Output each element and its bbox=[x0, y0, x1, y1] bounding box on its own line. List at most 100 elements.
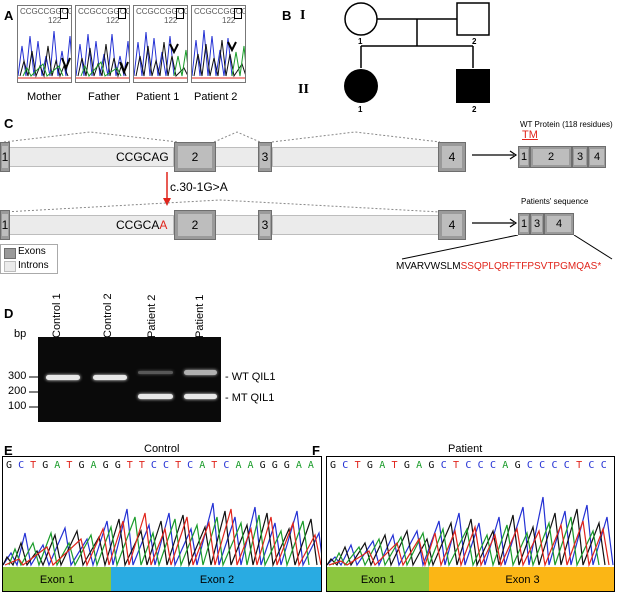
band-label-wt: - WT QIL1 bbox=[225, 371, 276, 383]
arrow-icon bbox=[472, 218, 518, 228]
id-i-1: 1 bbox=[358, 37, 363, 46]
base-g: G bbox=[428, 460, 435, 471]
id-i-2: 2 bbox=[472, 37, 477, 46]
band-wt bbox=[184, 370, 217, 375]
protein-seq-frameshift: SSQPLQRFTFPSVTPGMQAS* bbox=[460, 261, 602, 272]
base-c: C bbox=[18, 460, 25, 471]
base-a: A bbox=[247, 460, 254, 471]
exon-4: 4 bbox=[438, 142, 466, 172]
base-a: A bbox=[235, 460, 242, 471]
wt-splice-lines bbox=[3, 131, 441, 143]
base-a: A bbox=[379, 460, 386, 471]
legend-exons: Exons bbox=[18, 246, 46, 257]
base-t: T bbox=[126, 460, 133, 471]
trace-pos: 122 bbox=[222, 16, 236, 25]
band-label-wt-text: WT QIL1 bbox=[231, 371, 276, 383]
wt-gene: 1 2 3 4 CCGCAG bbox=[0, 142, 470, 172]
trace-seq: CCGCCGGCG bbox=[20, 7, 72, 16]
protein-domain: 1 bbox=[518, 146, 530, 168]
mut-gene: 1 2 3 4 CCGCAA bbox=[0, 210, 470, 240]
band-label-mt-text: MT QIL1 bbox=[231, 392, 275, 404]
ladder-300: 300 bbox=[8, 370, 27, 382]
lane-control-1: Control 1 bbox=[51, 293, 63, 338]
exon-3: 3 bbox=[258, 142, 272, 172]
base-a: A bbox=[54, 460, 61, 471]
exon-4: 4 bbox=[438, 210, 466, 240]
position-marker bbox=[234, 8, 242, 19]
position-marker bbox=[60, 8, 68, 19]
panel-label-c: C bbox=[4, 116, 14, 131]
base-c: C bbox=[187, 460, 194, 471]
base-c: C bbox=[163, 460, 170, 471]
base-c: C bbox=[440, 460, 447, 471]
panel-a-chromatograms: CCGCCGGCG 122 CCGCCGGCG 122 CCGCCGGCG 12… bbox=[17, 5, 249, 105]
pedigree-chart bbox=[344, 2, 490, 103]
base-g: G bbox=[283, 460, 290, 471]
intron bbox=[272, 215, 440, 235]
mutation-label: c.30-1G>A bbox=[170, 180, 228, 194]
trace-seq: CCGCCGGCG bbox=[136, 7, 188, 16]
base-t: T bbox=[576, 460, 583, 471]
intron bbox=[272, 147, 440, 167]
base-t: T bbox=[138, 460, 145, 471]
base-c: C bbox=[551, 460, 558, 471]
band-wt bbox=[46, 375, 80, 380]
protein-domain: 4 bbox=[588, 146, 606, 168]
protein-domain: 4 bbox=[544, 213, 574, 235]
trace-mother: CCGCCGGCG 122 bbox=[17, 5, 72, 83]
protein-domain: 2 bbox=[530, 146, 572, 168]
band-faint bbox=[138, 371, 173, 374]
base-c: C bbox=[342, 460, 349, 471]
wt-junction-seq: CCGCAG bbox=[116, 150, 169, 164]
base-t: T bbox=[211, 460, 218, 471]
panel-e-title: Control bbox=[144, 443, 180, 455]
legend: Exons Introns bbox=[0, 244, 58, 274]
base-c: C bbox=[465, 460, 472, 471]
mut-seq-base: A bbox=[159, 218, 168, 232]
base-t: T bbox=[453, 460, 460, 471]
base-g: G bbox=[102, 460, 109, 471]
intron bbox=[214, 147, 260, 167]
trace-lines bbox=[76, 33, 129, 79]
exon-bar-3: Exon 3 bbox=[429, 567, 614, 591]
base-a: A bbox=[307, 460, 314, 471]
base-g: G bbox=[514, 460, 521, 471]
protein-domain: 3 bbox=[572, 146, 588, 168]
base-g: G bbox=[78, 460, 85, 471]
exon-bar-label: Exon 1 bbox=[360, 574, 396, 586]
trace-pos: 122 bbox=[48, 16, 62, 25]
label-father: Father bbox=[88, 91, 120, 103]
band-mt bbox=[184, 394, 217, 399]
protein-domain: 3 bbox=[530, 213, 544, 235]
generation-label-ii: II bbox=[298, 82, 309, 97]
mut-splice-lines bbox=[3, 199, 441, 213]
base-a: A bbox=[199, 460, 206, 471]
base-a: A bbox=[90, 460, 97, 471]
trace-pos: 122 bbox=[164, 16, 178, 25]
base-g: G bbox=[403, 460, 410, 471]
base-c: C bbox=[477, 460, 484, 471]
base-g: G bbox=[42, 460, 49, 471]
base-c: C bbox=[600, 460, 607, 471]
panel-label-e: E bbox=[4, 443, 13, 458]
base-g: G bbox=[366, 460, 373, 471]
trace-lines bbox=[18, 30, 71, 79]
exon-1: 1 bbox=[0, 210, 10, 240]
exon-bar-label: Exon 1 bbox=[39, 574, 75, 586]
base-g: G bbox=[330, 460, 337, 471]
base-a: A bbox=[502, 460, 509, 471]
mutation-arrow-icon bbox=[163, 172, 171, 206]
base-g: G bbox=[259, 460, 266, 471]
trace-lines bbox=[134, 31, 187, 79]
protein-zoom-lines bbox=[401, 235, 613, 260]
exon-3: 3 bbox=[258, 210, 272, 240]
base-c: C bbox=[563, 460, 570, 471]
exon-bar-2: Exon 2 bbox=[111, 567, 321, 591]
patient-protein-title: Patients' sequence bbox=[521, 197, 589, 206]
generation-label-i: I bbox=[300, 8, 306, 23]
pedigree-father bbox=[456, 2, 490, 36]
mut-seq-prefix: CCGCA bbox=[116, 218, 160, 232]
pedigree-patient-2 bbox=[456, 69, 490, 103]
